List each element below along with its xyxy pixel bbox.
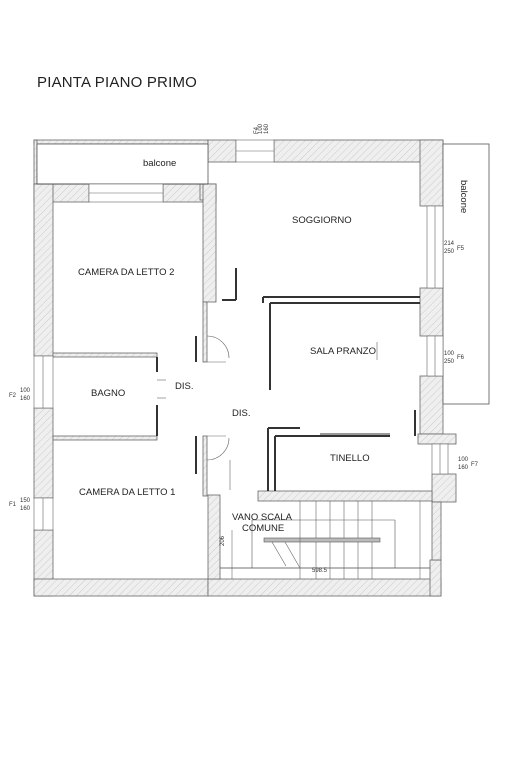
windows: [33, 139, 449, 531]
window-tag-f7: 100 160 F7: [458, 457, 479, 471]
right-wall-1: [419, 139, 444, 207]
central-wall-upper: [202, 183, 217, 303]
svg-text:150: 150: [20, 498, 31, 504]
svg-text:F5: F5: [457, 246, 465, 252]
svg-text:F6: F6: [457, 355, 465, 361]
top-wall-left: [33, 139, 209, 145]
svg-text:214: 214: [444, 241, 455, 247]
svg-text:F4: F4: [254, 126, 260, 134]
balcone-right: [442, 143, 490, 405]
svg-text:100: 100: [444, 351, 455, 357]
bagno-bottom-wall: [52, 435, 158, 441]
label-camera-1: CAMERA DA LETTO 1: [79, 487, 175, 498]
label-dis-2: DIS.: [232, 408, 250, 419]
page-title: PIANTA PIANO PRIMO: [37, 74, 198, 91]
window-tag-f6: 100 250 F6: [444, 351, 465, 365]
label-camera-2: CAMERA DA LETTO 2: [78, 267, 174, 278]
label-bagno: BAGNO: [91, 388, 125, 399]
bottom-wall: [33, 578, 209, 597]
central-wall-mid: [202, 301, 208, 363]
right-wall-5: [431, 473, 457, 503]
left-wall-lower: [33, 407, 54, 499]
staircase: [220, 501, 430, 579]
svg-text:160: 160: [20, 396, 31, 402]
svg-text:F2: F2: [9, 393, 17, 399]
top-wall-right: [273, 139, 444, 163]
svg-text:100: 100: [258, 123, 264, 134]
right-wall-4: [417, 433, 457, 445]
right-wall-6: [429, 559, 442, 597]
label-sala-pranzo: SALA PRANZO: [310, 346, 376, 357]
doors: [157, 335, 378, 490]
right-wall-3: [419, 375, 444, 435]
svg-text:160: 160: [20, 506, 31, 512]
balcone-left-edge: [33, 139, 38, 185]
label-balcone-right: balcone: [458, 180, 469, 213]
right-wall-2: [419, 287, 444, 337]
dim-stair-width: 206: [220, 535, 226, 546]
label-balcone-top: balcone: [143, 158, 176, 169]
window-tag-f4: F4 100 160: [254, 123, 270, 134]
svg-text:160: 160: [264, 123, 270, 134]
window-tag-f1: F1 150 160: [9, 498, 31, 512]
stair-left-wall: [207, 494, 221, 580]
stair-top-wall: [257, 490, 433, 502]
top-wall-pier: [207, 139, 237, 163]
balcone-top: [36, 143, 209, 185]
window-tag-f5: 214 250 F5: [444, 241, 465, 255]
svg-text:160: 160: [458, 465, 469, 471]
bottom-wall-stair: [207, 578, 442, 597]
bagno-top-wall: [52, 352, 158, 358]
svg-text:100: 100: [20, 388, 31, 394]
dim-stair-length: 598.5: [312, 568, 328, 574]
svg-text:F1: F1: [9, 502, 17, 508]
label-vano-scala-1: VANO SCALA: [232, 512, 293, 523]
partitions: [156, 268, 420, 491]
label-soggiorno: SOGGIORNO: [292, 215, 352, 226]
svg-text:250: 250: [444, 359, 455, 365]
svg-text:F7: F7: [471, 462, 479, 468]
left-wall-upper: [33, 183, 54, 357]
svg-text:100: 100: [458, 457, 469, 463]
window-tag-f2: F2 100 160: [9, 388, 31, 402]
right-wall-7: [431, 501, 442, 561]
central-wall-lower: [202, 435, 208, 497]
svg-text:250: 250: [444, 249, 455, 255]
label-dis-1: DIS.: [175, 381, 193, 392]
label-vano-scala-2: COMUNE: [242, 523, 284, 534]
label-tinello: TINELLO: [330, 453, 370, 464]
